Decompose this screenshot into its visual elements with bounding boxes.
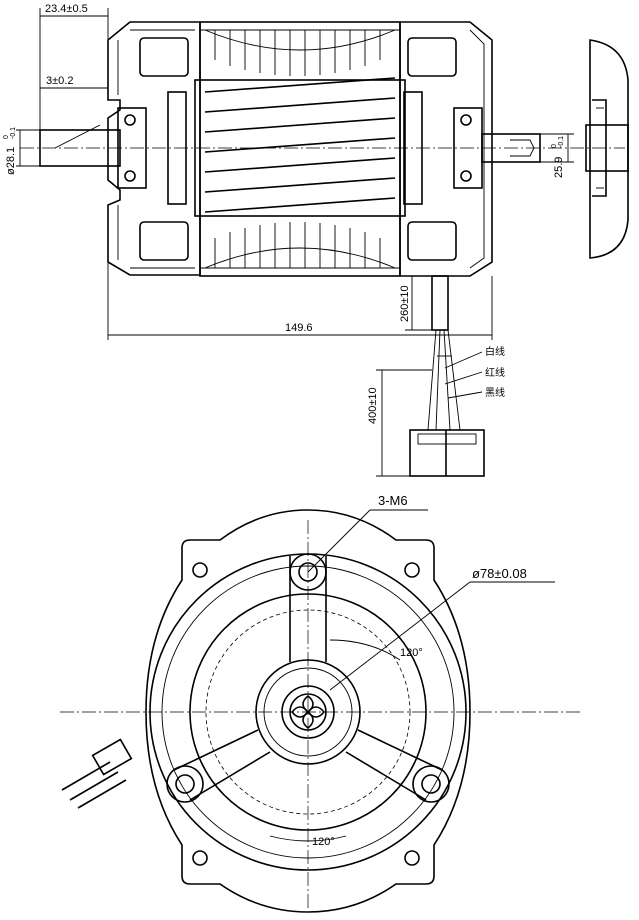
pcd-callout: ø78±0.08 — [472, 566, 527, 581]
right-winding-bottom — [407, 221, 457, 261]
rotor — [194, 79, 406, 217]
dim-shaft-dia-tol-upper: 0 — [3, 135, 10, 139]
dim-lead-length: 260±10 — [399, 285, 411, 322]
wire-label-black: 黑线 — [485, 386, 505, 399]
hub-outer — [255, 659, 361, 765]
stator-lines — [214, 30, 381, 268]
right-end-housing — [399, 21, 493, 277]
dim-shaft-dia-tol-lower: -0.1 — [10, 127, 17, 139]
impeller-profile — [585, 39, 629, 259]
angle-upper: 120° — [400, 647, 423, 659]
dim-connector-length: 400±10 — [367, 387, 379, 424]
motor-side-view: 23.4±0.5 3±0.2 ø28.1 0 -0.1 149.6 25.9 0… — [3, 3, 625, 340]
lead-wires: 260±10 400±10 白线 红线 黑线 — [367, 275, 505, 477]
corner-hole-bl — [192, 850, 208, 866]
dim-front-offset: 23.4±0.5 — [45, 3, 88, 15]
front-flange-outline — [145, 509, 471, 913]
mount-hole-left — [166, 765, 204, 803]
corner-hole-br — [404, 850, 420, 866]
dim-shaft-dia: ø28.1 — [5, 147, 17, 175]
mount-hole-right — [412, 765, 450, 803]
wire-connector — [409, 429, 485, 477]
right-winding-top — [407, 37, 457, 77]
shaft-right — [481, 133, 541, 163]
cable-sleeve — [431, 275, 449, 331]
front-cable — [61, 738, 133, 809]
left-bearing — [117, 107, 147, 189]
mount-hole-top — [289, 553, 327, 591]
thread-callout: 3-M6 — [378, 493, 408, 508]
rib-left — [173, 729, 271, 801]
corner-hole-tl — [192, 562, 208, 578]
dim-length: 149.6 — [285, 322, 313, 334]
dim-flat-tol-lower: -0.1 — [558, 136, 565, 148]
dim-flat: 25.9 — [553, 157, 565, 178]
rotor-slots — [204, 77, 396, 213]
corner-hole-tr — [404, 562, 420, 578]
hub-inner — [281, 685, 335, 739]
dim-flat-tol-upper: 0 — [551, 144, 558, 148]
motor-front-view: 3-M6 ø78±0.08 120° 120° — [60, 493, 580, 913]
angle-lower: 120° — [312, 836, 335, 848]
pcd-circle — [205, 609, 411, 815]
dim-shoulder: 3±0.2 — [46, 75, 73, 87]
wire-label-red: 红线 — [485, 366, 505, 379]
shaft-end-coupling — [289, 693, 327, 731]
shaft-left — [39, 129, 121, 167]
left-winding-bottom — [139, 221, 189, 261]
wire-label-white: 白线 — [485, 345, 505, 358]
rib-right — [345, 729, 443, 801]
left-winding-top — [139, 37, 189, 77]
